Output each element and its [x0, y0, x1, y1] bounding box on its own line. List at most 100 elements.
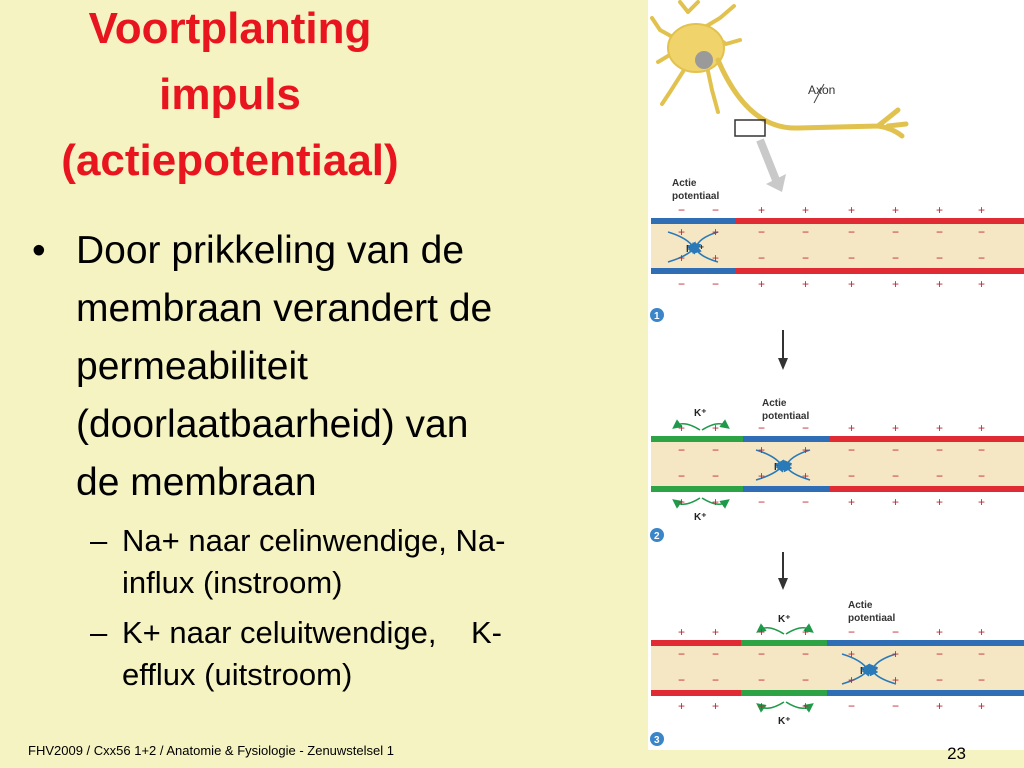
charge-symbol: + [892, 421, 899, 435]
charge-symbol: − [678, 469, 685, 483]
charge-symbol: − [758, 647, 765, 661]
charge-symbol: + [712, 251, 719, 265]
panel-3: Actie potentiaal K⁺ K⁺ Na⁺ 3 [650, 600, 1024, 746]
sub-bullet-line: efflux (uitstroom) [122, 657, 353, 692]
charge-symbol: + [678, 495, 685, 509]
charge-symbol: + [802, 469, 809, 483]
charge-symbol: + [712, 225, 719, 239]
charge-symbol: − [802, 225, 809, 239]
charge-symbol: − [936, 251, 943, 265]
charge-symbol: − [892, 251, 899, 265]
charge-symbol: − [978, 443, 985, 457]
bullet-line: membraan verandert de [76, 287, 493, 330]
charge-symbol: + [758, 625, 765, 639]
charge-symbol: + [848, 495, 855, 509]
charge-symbol: + [678, 251, 685, 265]
ap-label: Actie [762, 398, 787, 409]
title-line-2: impuls [159, 70, 301, 119]
sub-bullet-marker: – [90, 615, 108, 650]
charge-symbol: − [802, 495, 809, 509]
sub-bullet-item: – Na+ naar celinwendige, Na- influx (ins… [30, 520, 640, 604]
charge-symbol: − [712, 647, 719, 661]
charge-symbol: − [892, 443, 899, 457]
ap-label: potentiaal [848, 613, 895, 624]
charge-symbol: − [848, 469, 855, 483]
charge-symbol: − [848, 225, 855, 239]
charge-symbol: − [678, 203, 685, 217]
charge-symbol: − [892, 625, 899, 639]
bullet-line: de membraan [76, 461, 317, 504]
charge-symbol: − [978, 673, 985, 687]
charge-symbol: − [978, 469, 985, 483]
ap-label: potentiaal [672, 191, 719, 202]
ap-label: potentiaal [762, 411, 809, 422]
charge-symbol: + [758, 443, 765, 457]
charge-symbol: + [892, 495, 899, 509]
bullet-line: Door prikkeling van de [76, 229, 465, 272]
page-number: 23 [947, 744, 966, 763]
charge-symbol: − [936, 647, 943, 661]
step-number: 2 [654, 531, 660, 542]
charge-symbol: + [712, 495, 719, 509]
charge-symbol: + [936, 421, 943, 435]
charge-symbol: − [758, 421, 765, 435]
k-label: K⁺ [694, 408, 707, 419]
k-label: K⁺ [778, 614, 791, 625]
sub-bullet-line: K+ naar celuitwendige, K- [122, 615, 502, 650]
panel-2: Actie potentiaal K⁺ K⁺ Na⁺ 2 [650, 398, 1024, 590]
title-line-3: (actiepotentiaal) [61, 136, 399, 185]
bullet-list: • Door prikkeling van de membraan verand… [30, 222, 640, 696]
charge-symbol: + [678, 625, 685, 639]
panel-1: Actie potentiaal Na⁺ 1 [650, 178, 1024, 370]
charge-symbol: − [848, 251, 855, 265]
charge-symbol: + [802, 203, 809, 217]
charge-symbol: + [848, 421, 855, 435]
charge-symbol: + [978, 203, 985, 217]
ap-label: Actie [672, 178, 697, 189]
k-label: K⁺ [694, 512, 707, 523]
charge-symbol: + [936, 625, 943, 639]
charge-symbol: − [802, 647, 809, 661]
charge-symbol: + [712, 625, 719, 639]
charge-symbol: − [758, 495, 765, 509]
charge-symbol: − [848, 625, 855, 639]
charge-symbol: + [712, 699, 719, 713]
charge-symbol: − [758, 225, 765, 239]
charge-symbol: + [892, 203, 899, 217]
charge-symbol: − [802, 421, 809, 435]
title-line-1: Voortplanting [88, 4, 372, 53]
charge-symbol: − [758, 251, 765, 265]
bullet-item: • Door prikkeling van de membraan verand… [30, 222, 640, 512]
charge-symbol: + [758, 203, 765, 217]
charge-symbol: + [978, 277, 985, 291]
sub-bullet-item: – K+ naar celuitwendige, K- efflux (uits… [30, 612, 640, 696]
membrane-charges: − + + − − + + − + − − + + − − + + − − + + − − + + − − + + − − + + − − + + − − +… [678, 203, 985, 713]
k-label: K⁺ [778, 716, 791, 727]
charge-symbol: − [936, 225, 943, 239]
charge-symbol: − [678, 277, 685, 291]
slide-title: Voortplanting impuls (actiepotentiaal) [0, 0, 460, 194]
charge-symbol: − [892, 469, 899, 483]
charge-symbol: + [892, 647, 899, 661]
charge-symbol: + [712, 421, 719, 435]
charge-symbol: + [892, 673, 899, 687]
charge-symbol: + [758, 277, 765, 291]
charge-symbol: − [802, 673, 809, 687]
charge-symbol: + [936, 699, 943, 713]
footer-text: FHV2009 / Cxx56 1+2 / Anatomie & Fysiolo… [28, 743, 394, 758]
charge-symbol: + [758, 699, 765, 713]
charge-symbol: + [848, 277, 855, 291]
charge-symbol: − [936, 469, 943, 483]
charge-symbol: − [678, 443, 685, 457]
charge-symbol: + [802, 625, 809, 639]
charge-symbol: − [758, 673, 765, 687]
charge-symbol: − [712, 469, 719, 483]
charge-symbol: − [978, 225, 985, 239]
charge-symbol: − [892, 699, 899, 713]
charge-symbol: − [802, 251, 809, 265]
charge-symbol: + [848, 673, 855, 687]
sub-bullet-line: Na+ naar celinwendige, Na- [122, 523, 506, 558]
charge-symbol: + [678, 421, 685, 435]
charge-symbol: + [848, 647, 855, 661]
sub-bullet-marker: – [90, 523, 108, 558]
